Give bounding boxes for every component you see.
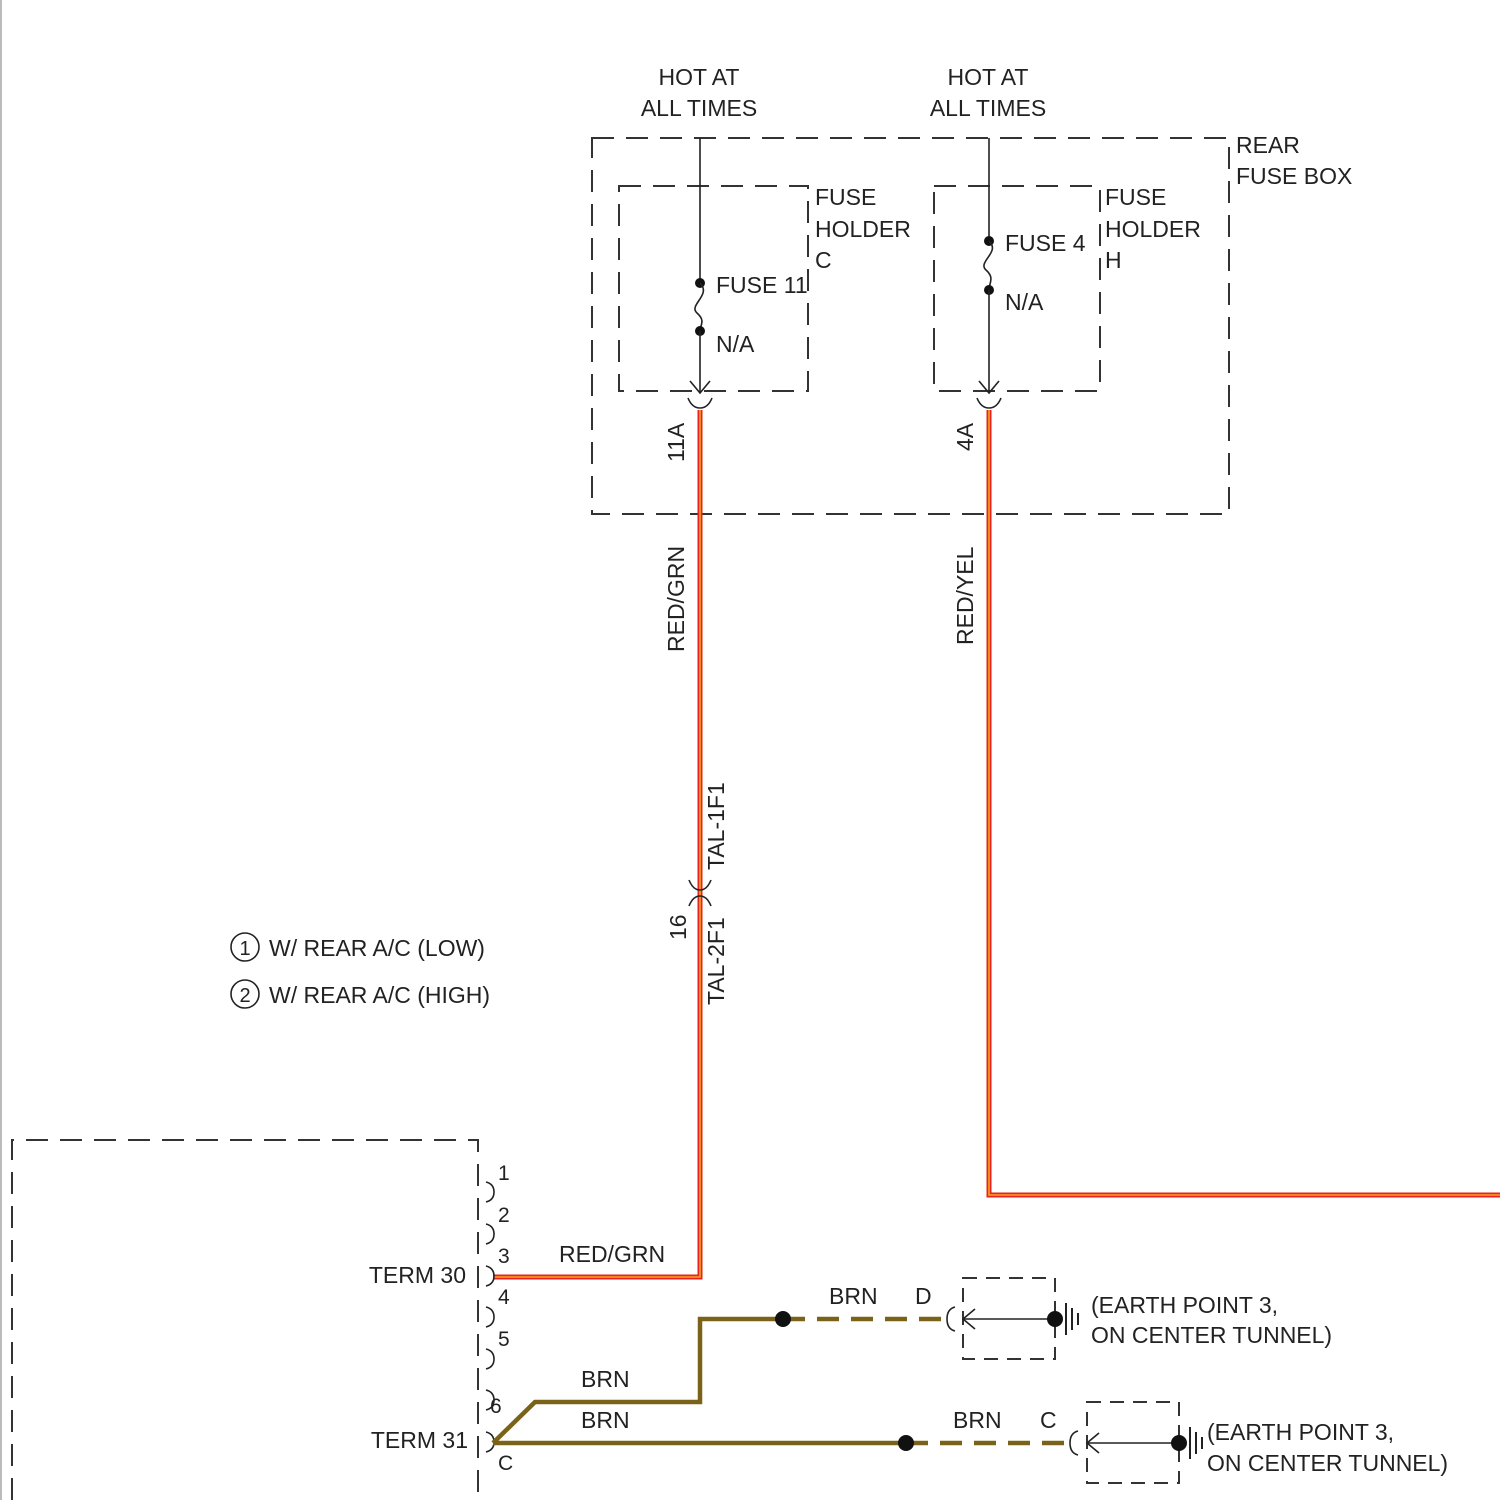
fuse-11-circuit — [690, 138, 710, 393]
ground-upper-label-line1: (EARTH POINT 3, — [1091, 1292, 1278, 1318]
fuse-4-name: FUSE 4 — [1005, 230, 1086, 256]
splice-point-lower — [898, 1435, 914, 1451]
splice-point-upper — [775, 1311, 791, 1327]
module-pin-2: 2 — [498, 1204, 510, 1227]
fuse-4-rating: N/A — [1005, 289, 1044, 315]
wire-label-brn-upper-run: BRN — [829, 1283, 878, 1309]
ground-connector-c: C — [1040, 1407, 1057, 1433]
right-power-source-line1: HOT AT — [948, 64, 1029, 90]
legend-1-number: 1 — [239, 938, 250, 960]
fuse-holder-h-label-line2: HOLDER — [1105, 216, 1201, 242]
ground-lower-label-line1: (EARTH POINT 3, — [1207, 1419, 1394, 1445]
ground-lower-label-line2: ON CENTER TUNNEL) — [1207, 1450, 1448, 1476]
fuse-holder-c-label-line3: C — [815, 247, 832, 273]
wire-red-grn — [493, 410, 700, 1277]
wire-label-brn-6: BRN — [581, 1366, 630, 1392]
wire-brn-upper — [493, 1319, 783, 1443]
module-pin-3: 3 — [498, 1245, 510, 1268]
left-power-source-line2: ALL TIMES — [641, 95, 757, 121]
term-31-label: TERM 31 — [371, 1427, 468, 1453]
module-pin-5: 5 — [498, 1328, 510, 1351]
term-30-label: TERM 30 — [369, 1262, 466, 1288]
wire-red-yel — [989, 410, 1500, 1195]
wire-label-brn-c: BRN — [581, 1407, 630, 1433]
module-pin-1: 1 — [498, 1162, 510, 1185]
inline-connector-symbol — [686, 878, 714, 908]
ground-connector-d: D — [915, 1283, 932, 1309]
legend-1-text: W/ REAR A/C (LOW) — [269, 935, 485, 961]
pin-4a-label: 4A — [952, 422, 978, 451]
wire-label-term30-red-grn: RED/GRN — [559, 1241, 665, 1267]
fuse-11-name: FUSE 11 — [716, 272, 808, 298]
rear-fuse-box-label-line2: FUSE BOX — [1236, 163, 1352, 189]
pin-11a-label: 11A — [663, 422, 689, 462]
rear-fuse-box-label-line1: REAR — [1236, 132, 1300, 158]
connector-tal-1f1-label: TAL-1F1 — [703, 782, 729, 870]
fuse-4-circuit — [979, 138, 999, 393]
fuse-holder-c-label-line1: FUSE — [815, 184, 876, 210]
fuse-holder-h-label-line1: FUSE — [1105, 184, 1166, 210]
module-pin-6: 6 — [490, 1395, 502, 1418]
fuse-holder-h-label-line3: H — [1105, 247, 1122, 273]
wire-label-brn-lower-run: BRN — [953, 1407, 1002, 1433]
fuse-holder-c-label-line2: HOLDER — [815, 216, 911, 242]
left-power-source-line1: HOT AT — [659, 64, 740, 90]
connector-4a-symbol — [977, 398, 1001, 408]
legend-2-text: W/ REAR A/C (HIGH) — [269, 982, 490, 1008]
module-pin-c: C — [498, 1452, 513, 1475]
ground-upper-label-line2: ON CENTER TUNNEL) — [1091, 1322, 1332, 1348]
module-pin-4: 4 — [498, 1286, 510, 1309]
ground-upper-symbol — [947, 1278, 1078, 1359]
wire-label-red-yel: RED/YEL — [952, 546, 978, 645]
connector-11a-symbol — [688, 398, 712, 408]
ground-lower-symbol — [1070, 1402, 1202, 1483]
legend-2-number: 2 — [239, 985, 250, 1007]
connector-tal-2f1-label: TAL-2F1 — [703, 917, 729, 1005]
fuse-11-rating: N/A — [716, 331, 755, 357]
right-power-source-line2: ALL TIMES — [930, 95, 1046, 121]
connector-pin-16-label: 16 — [665, 914, 691, 940]
wire-label-red-grn: RED/GRN — [663, 546, 689, 652]
